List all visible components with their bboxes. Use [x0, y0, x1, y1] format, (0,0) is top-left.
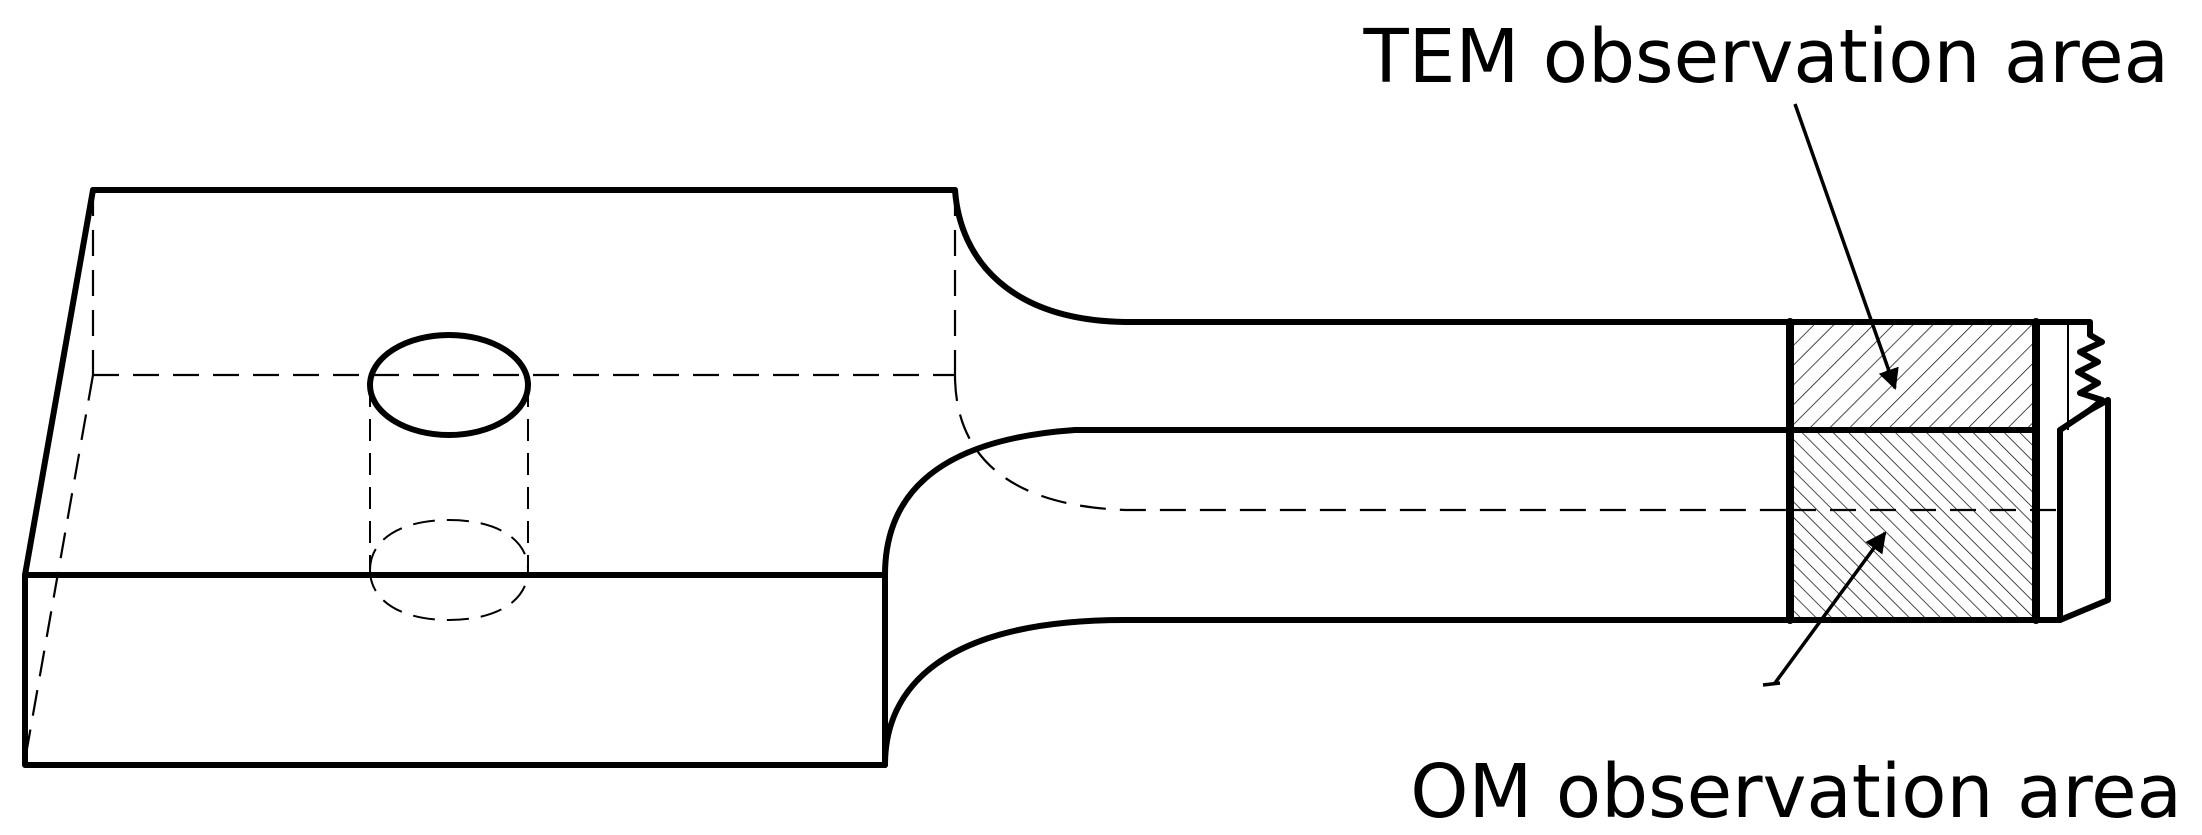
hole-hidden-cylinder — [369, 385, 529, 622]
om-area — [1790, 430, 2036, 620]
hole-top — [367, 332, 531, 438]
om-observation-label: OM observation area — [1410, 749, 2182, 835]
om-leader-arrow — [1773, 531, 1887, 685]
neck-fillets — [882, 187, 1793, 768]
grip-block — [22, 187, 958, 768]
tem-observation-label: TEM observation area — [1363, 14, 2169, 100]
fracture-end — [2057, 319, 2111, 623]
tem-leader-arrow — [1793, 103, 1899, 390]
gauge-section — [1786, 318, 2063, 624]
leader-lines — [1762, 103, 1899, 687]
grip-hidden-edges — [23, 190, 957, 761]
tem-area — [1790, 322, 2036, 430]
